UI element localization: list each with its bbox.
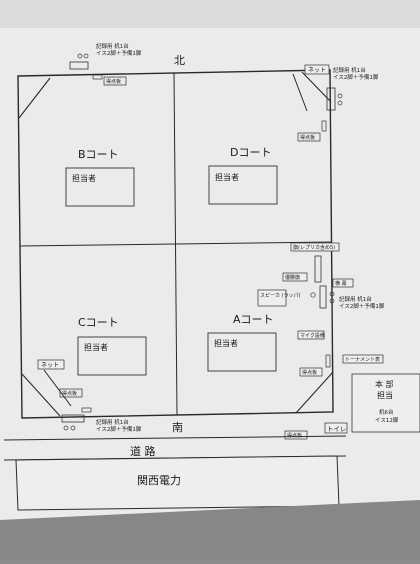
flag-stand (314, 255, 322, 283)
court-b-staff-label: 担当者 (72, 173, 96, 183)
south-record-table (61, 414, 85, 423)
sw-net-label: ネット (41, 362, 59, 369)
north-record-line2: イス2脚＋予備1脚 (96, 49, 142, 57)
court-b-staff-box (65, 167, 135, 207)
south-chair-1 (63, 425, 69, 431)
se-gate-label: 得点板 (287, 432, 302, 439)
mic-label: マイク設備 (300, 332, 325, 339)
se-scoreboard-marker (325, 354, 331, 368)
ne-net-box (304, 64, 330, 75)
court-d-staff-label: 担当者 (215, 172, 239, 182)
ne-net-line (292, 73, 308, 112)
north-record-line1: 記録用 机1台 (96, 42, 129, 50)
sw-net-box (37, 359, 65, 370)
ne-record-line2: イス2脚＋予備1脚 (333, 73, 379, 81)
road-edge-top (3, 435, 347, 441)
building-label: 関西電力 (137, 474, 181, 487)
flag-label: 旗(レプリカ含め5) (293, 244, 335, 251)
hq-line2: イス12脚 (375, 416, 399, 424)
ne-chair-2 (337, 100, 343, 106)
north-chair-1 (77, 53, 83, 59)
ne-scoreboard-box (297, 132, 321, 142)
speaker-label: スピーカ (ラッパ) (260, 293, 301, 299)
north-record-table (69, 61, 89, 70)
field-outline (17, 69, 334, 419)
mic-box (297, 330, 325, 340)
hq-sub: 担当 (377, 390, 393, 400)
toilet-label: トイレ (327, 425, 347, 433)
corner-line-se (295, 371, 334, 414)
corner-line-nw (18, 77, 51, 119)
east-chair-1 (329, 291, 335, 297)
ne-scoreboard-marker (321, 120, 327, 132)
court-b-label: Bコート (78, 148, 119, 161)
hq-title: 本 部 (375, 379, 394, 389)
court-c-label: Cコート (78, 316, 119, 329)
court-a-label: Aコート (233, 313, 274, 326)
court-a-staff-label: 担当者 (214, 338, 238, 348)
corner-line-sw (21, 373, 61, 417)
tournament-label: トーナメント表 (345, 356, 380, 363)
north-chair-2 (83, 53, 89, 59)
field-centerline-horizontal (19, 241, 332, 247)
se-scoreboard-box (299, 367, 323, 377)
ne-scoreboard-label: 得点板 (300, 134, 315, 141)
se-gate-box (284, 430, 308, 440)
north-scoreboard-marker (92, 74, 103, 80)
east-chair-2 (329, 298, 335, 304)
east-record-line2: イス2脚＋予備1脚 (339, 302, 385, 310)
corner-line-ne (301, 71, 332, 103)
court-d-label: Dコート (230, 146, 271, 159)
hq-box (351, 373, 420, 433)
flag-post-label: 優勝旗 (285, 274, 300, 281)
south-scoreboard-box (59, 388, 83, 398)
north-scoreboard-label: 得点板 (106, 78, 121, 85)
hq-line1: 机6台 (379, 408, 394, 416)
ne-net-label: ネット (308, 67, 326, 74)
ne-record-line1: 記録用 机1台 (333, 66, 366, 74)
toilet-box (324, 422, 348, 434)
east-record-line1: 記録用 机1台 (339, 295, 372, 303)
south-scoreboard-label: 得点板 (62, 390, 77, 397)
sw-net-line (43, 369, 72, 407)
ne-record-table (326, 87, 336, 111)
paper-shadow-top (0, 0, 420, 28)
court-a-staff-box (207, 332, 277, 372)
speaker-box (257, 289, 287, 307)
court-c-staff-box (77, 336, 147, 376)
tournament-box (342, 354, 384, 364)
flag-post-box (282, 272, 308, 282)
south-chair-2 (70, 425, 76, 431)
table-surface (0, 500, 420, 560)
south-label: 南 (172, 421, 183, 434)
flag-box (290, 242, 340, 252)
road-label: 道 路 (130, 444, 156, 458)
north-label: 北 (174, 54, 185, 67)
south-scoreboard-marker (81, 407, 92, 413)
court-d-staff-box (208, 165, 278, 205)
court-c-staff-label: 担当者 (84, 342, 108, 352)
bench-box (332, 278, 354, 288)
east-record-table (319, 285, 327, 309)
bench-label: 横 幕 (335, 280, 347, 287)
se-scoreboard-label: 得点板 (302, 369, 317, 376)
ne-chair-1 (337, 93, 343, 99)
north-scoreboard-box (103, 76, 127, 86)
speaker-icon (310, 292, 316, 298)
south-record-line1: 記録用 机1台 (96, 418, 129, 426)
south-record-line2: イス2脚＋予備1脚 (96, 425, 142, 433)
